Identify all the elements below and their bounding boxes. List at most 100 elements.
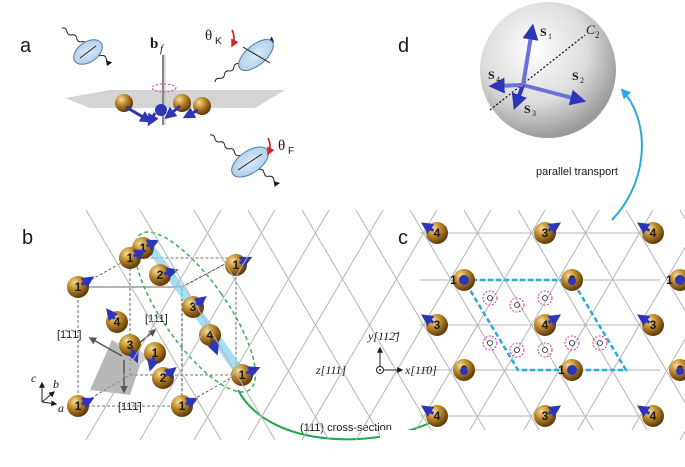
atom-label: 3 xyxy=(190,300,197,314)
axis-z: z[111] xyxy=(315,363,347,377)
spin-arrow xyxy=(163,367,177,380)
axis-c: c xyxy=(31,371,37,385)
flux-loop xyxy=(537,290,553,306)
spin-out-of-plane xyxy=(676,367,684,375)
atom-label: 2 xyxy=(160,371,167,385)
spin-arrow xyxy=(238,256,253,268)
flux-dot xyxy=(597,340,603,346)
spin-arrow xyxy=(421,222,435,234)
axis-b: b xyxy=(53,377,59,391)
atom-label: 4 xyxy=(434,409,441,423)
flux-dot xyxy=(542,295,548,301)
panel-c-atoms: 43434121234343212143434 xyxy=(421,222,685,427)
flux-dot xyxy=(514,302,520,308)
atom-label: 1 xyxy=(75,399,82,413)
direction-m1m11: [1̄1̄1] xyxy=(57,329,81,341)
unit-cell-rhombus xyxy=(461,278,629,372)
s3-subscript: 3 xyxy=(532,109,536,118)
kerr-rotation-arrow xyxy=(231,29,239,48)
spin-arrow xyxy=(547,314,561,326)
atom-label: 1 xyxy=(152,346,159,360)
atom-label: 3 xyxy=(650,318,657,332)
panel-b: [111] [1̄1̄1] [11̄1̄] c b a 112341431211… xyxy=(31,231,261,417)
panel-c: 43434121234343212143434 y[112̄] z[111] x… xyxy=(85,195,685,467)
axis-x: x[11̄0] xyxy=(404,363,437,377)
spin-arrow xyxy=(145,239,160,251)
spin-out-of-plane xyxy=(459,275,469,285)
spin-arrow xyxy=(106,308,119,322)
center-atom xyxy=(155,104,167,116)
panel-a: b f θ K θ F xyxy=(61,27,294,187)
s1-label: S xyxy=(540,25,547,39)
atom-label: 1 xyxy=(140,241,147,255)
flux-dot xyxy=(569,340,575,346)
atom-label: 3 xyxy=(434,318,441,332)
c2-axis xyxy=(489,34,586,111)
flux-loop xyxy=(482,290,498,306)
atom-label: 3 xyxy=(542,409,549,423)
spin-s1 xyxy=(521,23,539,86)
faraday-label: θ xyxy=(278,138,285,154)
s4-subscript: 4 xyxy=(496,75,500,84)
atom-label: 4 xyxy=(650,226,657,240)
faraday-subscript: F xyxy=(288,146,294,157)
spin-arrow xyxy=(421,405,435,417)
atom-label: 4 xyxy=(207,328,214,342)
spin-arrow xyxy=(245,366,261,378)
spin-arrow xyxy=(164,104,181,120)
direction-1m11: [11̄1̄] xyxy=(118,401,142,413)
spin-arrow xyxy=(547,405,561,417)
spin-arrow xyxy=(80,276,94,288)
kerr-label: θ xyxy=(205,28,212,44)
spin-out-of-plane xyxy=(460,367,468,375)
flux-dot xyxy=(542,347,548,353)
panel-label-a: a xyxy=(20,35,32,57)
atom-label: 4 xyxy=(542,318,549,332)
atom-label: 1 xyxy=(127,251,134,265)
spin-arrow xyxy=(182,107,199,119)
kagome-lattice xyxy=(85,195,685,467)
parallel-transport-arrow xyxy=(611,88,643,221)
atom-label: 3 xyxy=(127,338,134,352)
panel-label-c: c xyxy=(398,227,408,249)
kerr-subscript: K xyxy=(215,36,222,47)
axis-a: a xyxy=(58,401,64,415)
spin-arrow xyxy=(421,314,435,326)
atom-label: 2 xyxy=(157,268,164,282)
field-subscript: f xyxy=(160,43,165,55)
flux-loop xyxy=(509,342,525,358)
spin-arrow xyxy=(80,397,95,409)
c2-subscript: 2 xyxy=(595,30,600,40)
flux-dot xyxy=(514,347,520,353)
spin-s2 xyxy=(522,83,587,106)
flux-loop xyxy=(537,342,553,358)
axis-y: y[112̄] xyxy=(367,329,400,343)
s2-subscript: 2 xyxy=(580,76,584,85)
spin-arrow xyxy=(127,348,139,364)
panel-label-d: d xyxy=(398,35,409,57)
atom-label: 1 xyxy=(666,273,673,287)
spin-s4 xyxy=(488,77,524,94)
parallel-transport-label: parallel transport xyxy=(536,166,618,178)
s1-subscript: 1 xyxy=(548,32,552,41)
s4-label: S xyxy=(488,68,495,82)
s2-label: S xyxy=(572,69,579,83)
cross-section-label: (111) cross-section xyxy=(300,422,392,434)
panel-d: C 2 S 1 S 2 S 3 S 4 xyxy=(480,2,616,138)
spin-out-of-plane xyxy=(675,275,685,285)
faraday-rotation-arrow xyxy=(267,137,275,156)
atom-label: 4 xyxy=(434,226,441,240)
atom-label: 1 xyxy=(450,273,457,287)
flux-loop xyxy=(509,297,525,313)
atom-label: 1 xyxy=(239,368,246,382)
spin-arrow xyxy=(147,356,159,372)
precession-loop xyxy=(151,83,177,93)
flux-dot xyxy=(487,295,493,301)
spin-arrow xyxy=(637,314,651,326)
spin-out-of-plane xyxy=(567,365,577,375)
bloch-sphere xyxy=(480,2,616,138)
tetrahedron xyxy=(90,340,140,395)
spin-arrow xyxy=(193,296,207,309)
